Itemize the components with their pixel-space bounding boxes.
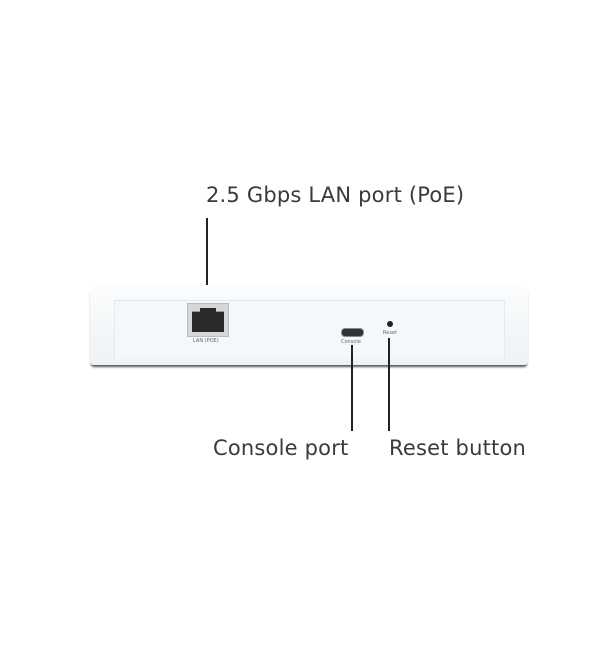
reset-button-leader-line [388,338,390,431]
lan-port-leader-line [206,218,208,303]
console-port-leader-line [351,345,353,431]
access-point-device: LAN (POE) Console Reset [90,285,528,365]
console-port [341,328,364,337]
lan-port-callout: 2.5 Gbps LAN port (PoE) [206,183,465,207]
rj45-socket-icon [192,308,224,332]
lan-port [187,303,229,337]
reset-button-label: Reset [383,330,397,336]
console-port-label: Console [341,339,361,345]
console-port-callout: Console port [213,436,349,460]
reset-button-callout: Reset button [389,436,527,460]
device-port-panel: LAN (POE) Console Reset [114,300,505,359]
reset-button [387,321,393,327]
lan-port-label: LAN (POE) [193,338,219,344]
